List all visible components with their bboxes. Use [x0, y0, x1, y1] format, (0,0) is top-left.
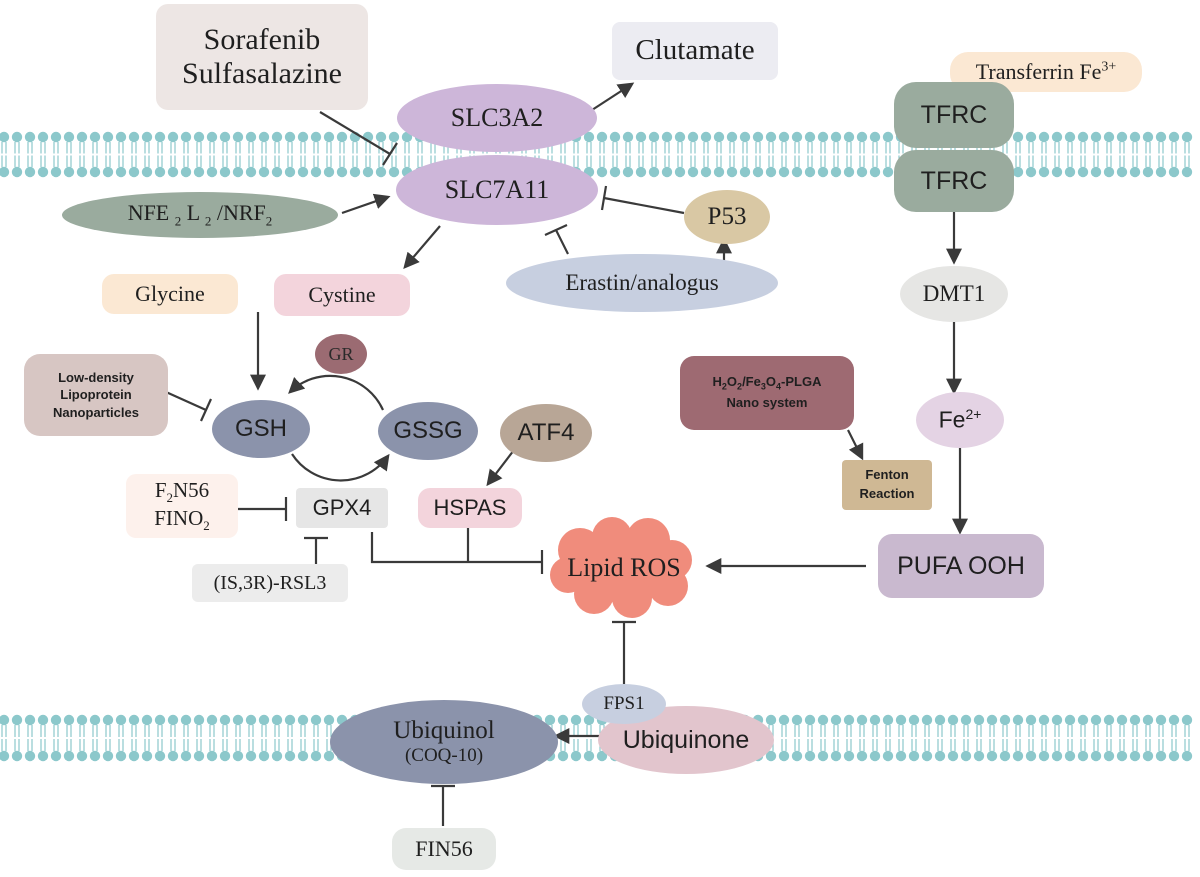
- ubiquinone-label: Ubiquinone: [622, 725, 750, 754]
- atf4-label: ATF4: [517, 419, 575, 447]
- cystine-label: Cystine: [308, 282, 376, 308]
- fe2-text: Fe: [938, 407, 966, 434]
- fe2-ellipse: Fe2+: [916, 392, 1004, 448]
- tfrc-bottom-label: TFRC: [920, 166, 988, 195]
- inhibit-erastin-slc7a11: [544, 223, 569, 255]
- slc3a2-label: SLC3A2: [450, 103, 544, 133]
- nrf2-ellipse: NFE 2 L 2 /NRF2: [62, 192, 338, 238]
- transferrin-superscript: 3+: [1101, 60, 1117, 76]
- pufa-ooh-label: PUFA OOH: [897, 551, 1025, 580]
- hspas-box: HSPAS: [418, 488, 522, 528]
- low-density-lipoprotein-box: Low-density Lipoprotein Nanoparticles: [24, 354, 168, 436]
- sorafenib-label: Sorafenib: [203, 22, 321, 56]
- fino2-label: FINO2: [154, 506, 210, 534]
- bottom-membrane-bilayer: [0, 714, 1193, 762]
- gsh-ellipse: GSH: [212, 400, 310, 458]
- p53-label: P53: [707, 202, 747, 230]
- erastin-label: Erastin/analogus: [565, 269, 719, 295]
- cystine-box: Cystine: [274, 274, 410, 316]
- arrow-slc7a11-to-cystine: [403, 225, 441, 270]
- inhibit-lowdensity-gsh: [165, 390, 213, 422]
- coq10-label: (COQ-10): [404, 745, 484, 767]
- slc3a2-ellipse: SLC3A2: [397, 84, 597, 152]
- lipid-ros-label: Lipid ROS: [567, 553, 681, 583]
- fin56-box: FIN56: [392, 828, 496, 870]
- gpx4-box: GPX4: [296, 488, 388, 528]
- inhibit-rsl3-gpx4: [304, 536, 328, 564]
- f2n56-label: F2N56: [154, 478, 210, 506]
- dmt1-label: DMT1: [922, 280, 986, 306]
- p53-ellipse: P53: [684, 190, 770, 244]
- arrow-nrf2-to-slc7a11: [341, 193, 391, 215]
- gssg-ellipse: GSSG: [378, 402, 478, 460]
- fenton-line2: Reaction: [859, 486, 915, 501]
- hspas-label: HSPAS: [433, 495, 507, 521]
- atf4-ellipse: ATF4: [500, 404, 592, 462]
- gr-ellipse: GR: [315, 334, 367, 374]
- tfrc-top-label: TFRC: [920, 100, 988, 129]
- nano-system-box: H2O2/Fe3O4-PLGA Nano system: [680, 356, 854, 430]
- gssg-label: GSSG: [393, 417, 463, 445]
- fe2-label: Fe2+: [939, 406, 982, 433]
- fps1-ellipse: FPS1: [582, 684, 666, 724]
- rsl3-label: (IS,3R)-RSL3: [213, 571, 327, 594]
- fe2-superscript: 2+: [965, 406, 982, 423]
- lipid-ros-label-wrap: Lipid ROS: [556, 546, 692, 590]
- gpx4-label: GPX4: [312, 495, 372, 521]
- inhibit-gpx4-hspas-lipid-ros: [370, 528, 544, 574]
- clutamate-box: Clutamate: [612, 22, 778, 80]
- low-density-line2: Lipoprotein: [60, 387, 132, 403]
- inhibit-sorafenib-slc7a11: [319, 111, 398, 166]
- ubiquinol-label: Ubiquinol: [393, 716, 495, 744]
- inhibit-fps1-lipid-ros: [612, 620, 636, 684]
- tfrc-top-box: TFRC: [894, 82, 1014, 148]
- dmt1-ellipse: DMT1: [900, 266, 1008, 322]
- transferrin-label: Transferrin Fe3+: [976, 59, 1117, 84]
- lipid-ros-cloud-shape: [550, 517, 692, 618]
- nrf2-label: NFE 2 L 2 /NRF2: [127, 200, 273, 229]
- fin56-label: FIN56: [415, 836, 473, 862]
- ubiquinol-ellipse: Ubiquinol (COQ-10): [330, 700, 558, 784]
- rsl3-box: (IS,3R)-RSL3: [192, 564, 348, 602]
- low-density-line1: Low-density: [58, 369, 134, 385]
- slc7a11-ellipse: SLC7A11: [396, 155, 598, 225]
- glycine-label: Glycine: [135, 281, 205, 307]
- pufa-ooh-box: PUFA OOH: [878, 534, 1044, 598]
- arrow-gssg-to-gsh: [288, 374, 385, 411]
- fps1-label: FPS1: [603, 693, 645, 715]
- inhibit-fin56-ubiquinol: [431, 784, 455, 826]
- low-density-line3: Nanoparticles: [53, 404, 139, 420]
- inhibit-p53-slc7a11: [600, 185, 685, 215]
- fenton-line1: Fenton: [865, 467, 909, 483]
- inhibit-f2n56-gpx4: [238, 497, 288, 521]
- f2n56-fino2-box: F2N56 FINO2: [126, 474, 238, 538]
- erastin-ellipse: Erastin/analogus: [506, 254, 778, 312]
- nano-system-line1: H2O2/Fe3O4-PLGA: [712, 374, 822, 392]
- glycine-box: Glycine: [102, 274, 238, 314]
- nano-system-line2: Nano system: [726, 394, 808, 410]
- ubiquinone-ellipse: Ubiquinone: [598, 706, 774, 774]
- arrow-nano-to-fenton: [847, 429, 864, 461]
- gsh-label: GSH: [234, 415, 287, 443]
- transferrin-text: Transferrin Fe: [975, 59, 1102, 85]
- slc7a11-label: SLC7A11: [444, 175, 550, 205]
- tfrc-bottom-box: TFRC: [894, 150, 1014, 212]
- arrow-slc3a2-to-clutamate: [591, 82, 635, 111]
- sorafenib-sulfasalazine-box: Sorafenib Sulfasalazine: [156, 4, 368, 110]
- clutamate-label: Clutamate: [635, 34, 755, 67]
- fenton-reaction-box: Fenton Reaction: [842, 460, 932, 510]
- arrow-atf4-to-hspas: [486, 449, 515, 487]
- gr-label: GR: [328, 343, 354, 364]
- arrow-gsh-to-gssg: [291, 453, 390, 482]
- sulfasalazine-label: Sulfasalazine: [182, 57, 342, 90]
